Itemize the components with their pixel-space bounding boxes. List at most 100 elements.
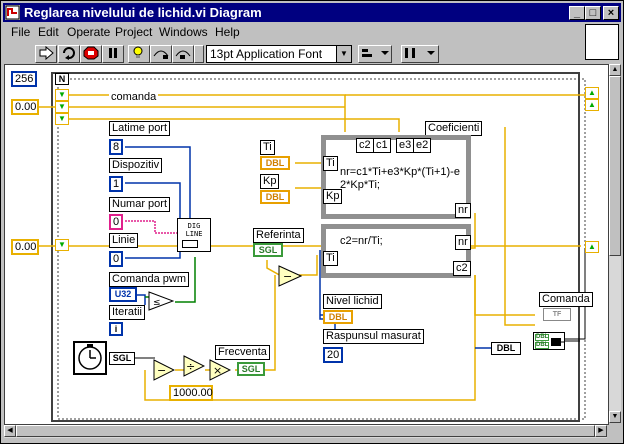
nivel-lichid-label: Nivel lichid [323,294,382,309]
referinta-label: Referinta [253,228,304,243]
align-objects-button[interactable] [358,45,392,63]
formula-2-input-nr[interactable]: nr [455,235,471,250]
frecventa-label: Frecventa [215,345,270,360]
svg-text:−: − [283,270,292,283]
vertical-scroll-thumb[interactable] [609,76,621,256]
block-diagram-canvas[interactable]: 256 N 0.00 0.00 ▼ ▼ ▼ ▼ ▲ ▲ ▲ comanda La… [4,64,609,425]
comanda-indicator-terminal[interactable]: TF [543,308,571,321]
clock-icon [78,344,102,370]
shift-register-right-3: ▲ [585,241,599,253]
raspuns-constant[interactable]: 20 [323,347,343,363]
shift-init-constant-1[interactable]: 0.00 [11,99,39,115]
horizontal-scrollbar[interactable]: ◀ ▶ [4,425,607,438]
formula-node-2[interactable]: c2=nr/Ti; [321,224,471,278]
loop-count-terminal: N [55,73,69,85]
svg-text:×: × [213,364,222,377]
kp-terminal[interactable]: DBL [260,190,290,204]
step-out-button[interactable] [194,45,204,63]
scroll-down-icon[interactable]: ▼ [609,411,621,423]
run-continuous-button[interactable] [58,45,80,63]
latime-port-constant[interactable]: 8 [109,139,123,155]
svg-text:−: − [157,364,166,377]
bundle-input-2: DBL [535,342,549,349]
formula-1-input-kp[interactable]: Kp [323,189,343,204]
labview-icon [5,5,20,20]
nivel-lichid-terminal[interactable]: DBL [323,310,353,324]
bundle-input-1: DBL [535,334,549,341]
horizontal-scroll-thumb[interactable] [16,425,595,437]
font-selector[interactable]: 13pt Application Font ▼ [206,45,352,63]
numar-port-constant[interactable]: 0 [109,214,123,230]
referinta-terminal[interactable]: SGL [253,243,283,257]
linie-constant[interactable]: 0 [109,251,123,267]
iteratii-label: Iteratii [109,305,145,320]
less-than-node[interactable]: ≤ [148,291,175,311]
shift-register-left-4: ▼ [55,239,69,251]
vertical-scrollbar[interactable]: ▲ ▼ [609,64,621,423]
loop-count-constant[interactable]: 256 [11,71,37,87]
comanda-pwm-label: Comanda pwm [109,272,189,287]
subtract-node[interactable]: − [278,265,303,287]
formula-2-output-c2[interactable]: c2 [453,261,471,276]
numar-port-label: Numar port [109,197,171,212]
constant-1000[interactable]: 1000.00 [169,385,213,401]
run-arrow-button[interactable] [35,45,57,63]
formula-1-input-e2[interactable]: e2 [413,138,432,153]
font-selector-value: 13pt Application Font [210,47,323,61]
shift-register-left-1: ▼ [55,89,69,101]
distribute-objects-button[interactable] [401,45,439,63]
menu-edit[interactable]: Edit [38,25,59,39]
maximize-button[interactable]: □ [585,6,601,20]
pause-button[interactable] [102,45,124,63]
formula-1-input-e3[interactable]: e3 [396,138,415,153]
menu-operate[interactable]: Operate [67,25,111,39]
bundle-node[interactable]: DBL DBL [533,332,565,350]
scroll-left-icon[interactable]: ◀ [4,425,16,437]
formula-1-input-ti[interactable]: Ti [323,156,338,171]
formula-2-text: c2=nr/Ti; [340,235,383,247]
formula-1-output-nr[interactable]: nr [455,203,471,218]
highlight-execution-button[interactable] [128,45,150,63]
step-into-button[interactable] [150,45,172,63]
shift-register-right-2: ▲ [585,99,599,111]
linie-label: Linie [109,233,139,248]
divide-node[interactable]: ÷ [183,355,206,377]
menu-windows[interactable]: Windows [159,25,208,39]
dig-line-icon [182,240,198,248]
shift-register-left-2: ▼ [55,101,69,113]
dig-line-subvi[interactable]: DIG LINE [177,218,211,252]
dispozitiv-label: Dispozitiv [109,158,163,173]
vi-icon-pane[interactable] [585,24,619,60]
shift-init-constant-2[interactable]: 0.00 [11,239,39,255]
dispozitiv-constant[interactable]: 1 [109,176,123,192]
title-bar[interactable]: Reglarea nivelului de lichid.vi Diagram … [3,3,621,22]
multiply-node[interactable]: × [209,359,232,381]
menu-help[interactable]: Help [215,25,240,39]
wait-timer-node[interactable] [73,341,107,375]
close-button[interactable]: × [603,6,619,20]
menu-project[interactable]: Project [115,25,153,39]
formula-1-input-c2[interactable]: c2 [356,138,374,153]
dig-line-text: DIG LINE [185,222,203,238]
ti-label: Ti [260,140,275,155]
minimize-button[interactable]: _ [569,6,585,20]
iteration-terminal: i [109,322,123,336]
chevron-down-icon: ▼ [336,46,351,62]
scroll-right-icon[interactable]: ▶ [595,425,607,437]
ti-terminal[interactable]: DBL [260,156,290,170]
comanda-pwm-terminal[interactable]: U32 [109,287,137,302]
latime-port-label: Latime port [109,121,171,136]
menu-file[interactable]: File [11,25,31,39]
scroll-up-icon[interactable]: ▲ [609,64,621,76]
to-dbl-convert[interactable]: DBL [491,342,521,355]
abort-button[interactable] [80,45,102,63]
step-over-button[interactable] [172,45,194,63]
timer-sgl-output: SGL [109,352,135,365]
frecventa-terminal[interactable]: SGL [237,362,265,376]
comanda-indicator-label: Comanda [539,292,593,307]
formula-2-input-ti[interactable]: Ti [323,251,338,266]
subtract-node-2[interactable]: − [153,359,176,381]
formula-1-input-c1[interactable]: c1 [373,138,391,153]
formula-node-1[interactable]: nr=c1*Ti+e3*Kp*(Ti+1)-e 2*Kp*Ti; [321,135,471,219]
